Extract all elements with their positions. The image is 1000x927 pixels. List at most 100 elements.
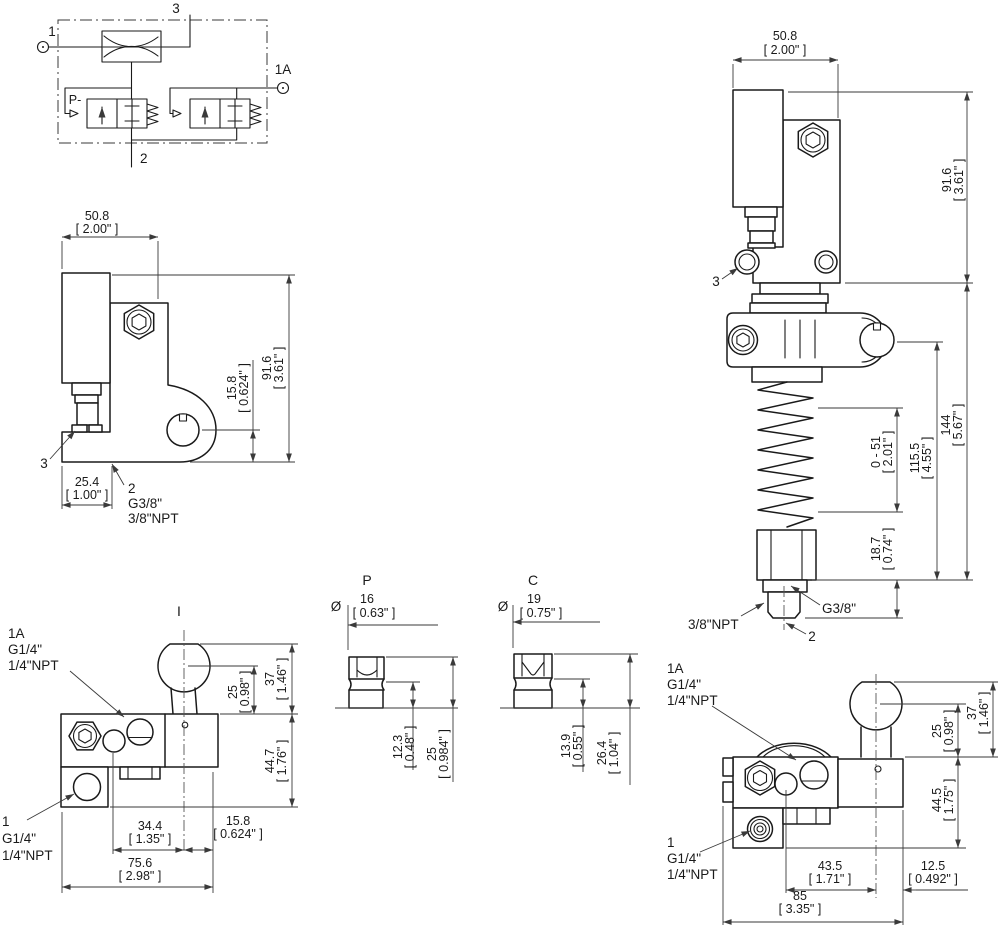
dia-mm: 19 <box>527 592 541 606</box>
dim-width-mm: 50.8 <box>85 209 109 223</box>
dim-socket-in: [ 0.624" ] <box>237 363 251 413</box>
ref-2-label: 2 <box>808 629 816 644</box>
plug-c-outline <box>513 653 553 709</box>
view-label-c: C <box>528 572 538 588</box>
ref-1-leader <box>26 793 75 821</box>
schematic-port-1-label: 1 <box>48 24 56 39</box>
dim-edge-mm: 15.8 <box>226 814 250 828</box>
hex-plug-bolt <box>744 760 776 796</box>
socket-head-bolt <box>123 304 155 340</box>
ref-2-label: 2 <box>128 481 136 496</box>
plug-p-outline <box>348 656 385 709</box>
dim-neck-mm: 12.3 <box>391 735 405 759</box>
dim-stroke-in: [ 2.01" ] <box>881 431 895 474</box>
dim-height-mm: 91.6 <box>260 356 274 380</box>
schematic-port-3-label: 3 <box>172 1 180 16</box>
dim-height-in: [ 3.61" ] <box>952 159 966 202</box>
dim-knob-mm: 37 <box>263 672 277 686</box>
ref-1-thread-g: G1/4" <box>2 831 36 846</box>
top-view-b: 1A G1/4" 1/4"NPT 1 G1/4" 1/4"NPT 25 [ 0.… <box>667 661 998 925</box>
thread-npt-label: 3/8"NPT <box>128 511 179 526</box>
front-view: 50.8 [ 2.00" ] 3 <box>688 29 973 644</box>
side-view: 50.8 [ 2.00" ] 15.8 [ 0.624" ] 91.6 [ 3.… <box>40 209 295 526</box>
view-label-p: P <box>362 572 371 588</box>
thread-g-leader <box>790 585 821 606</box>
dim-socket-mm: 15.8 <box>225 376 239 400</box>
ref-1-thread-g: G1/4" <box>667 851 701 866</box>
ref-1-leader <box>699 830 751 853</box>
dim-neck-mm: 13.9 <box>559 734 573 758</box>
ref-2-leader <box>111 463 125 486</box>
dim-body-in: [ 1.75" ] <box>942 779 956 822</box>
ref-1a-leader <box>711 705 797 761</box>
pilot-line-label: P- <box>69 93 82 107</box>
cylinder-arc <box>756 742 832 758</box>
ref-3-label: 3 <box>40 456 48 471</box>
handle-ball-knob <box>849 681 903 731</box>
dim-width-mm: 75.6 <box>128 856 152 870</box>
adjuster-nut <box>756 529 817 581</box>
dim-edge-in: [ 0.492" ] <box>908 872 958 886</box>
port-1a-bore <box>126 718 154 746</box>
dim-width-in: [ 2.00" ] <box>764 43 807 57</box>
hex-nut <box>119 766 161 780</box>
port-bore <box>102 729 126 753</box>
ref-1-label: 1 <box>667 835 675 850</box>
dim-ball-mm: 25 <box>930 724 944 738</box>
dim-spring-in: [ 4.55" ] <box>920 437 934 480</box>
dim-offset-in: [ 1.35" ] <box>129 832 172 846</box>
dim-total-mm: 144 <box>939 415 953 436</box>
valve-spring-symbol <box>146 103 159 126</box>
piston-stem <box>747 216 776 232</box>
schematic-enclosure-boundary <box>57 19 268 144</box>
keyway-notch <box>872 322 882 331</box>
ref-1a-thread-npt: 1/4"NPT <box>8 658 59 673</box>
port-1a-bore <box>799 760 829 790</box>
dim-height-mm: 26.4 <box>595 741 609 765</box>
dim-neck-in: [ 0.48" ] <box>403 726 417 769</box>
mounting-hole <box>814 250 838 274</box>
dim-knob-mm: 37 <box>965 706 979 720</box>
ref-1-label: 1 <box>2 814 10 829</box>
valve-spring-symbol <box>249 103 262 126</box>
dim-height-mm: 25 <box>425 747 439 761</box>
handle-bracket <box>837 758 904 808</box>
ref-1a-thread-npt: 1/4"NPT <box>667 693 718 708</box>
view-label: I <box>177 603 181 619</box>
dim-ball-in: [ 0.98" ] <box>942 710 956 753</box>
clamp-bolt <box>727 324 759 356</box>
dim-edge-in: [ 0.624" ] <box>213 827 263 841</box>
sequence-valve-symbol-left: P- <box>64 87 159 129</box>
schematic-port-2-label: 2 <box>140 151 148 166</box>
dia-in: [ 0.75" ] <box>520 606 563 620</box>
ref-2-leader <box>785 622 807 635</box>
ref-1-thread-npt: 1/4"NPT <box>2 848 53 863</box>
compression-spring <box>757 381 814 528</box>
diameter-symbol: Ø <box>498 599 509 614</box>
plug-p-view: P Ø 16 [ 0.63" ] 12.3 [ 0.48" ] 25 [ 0.9… <box>331 572 458 782</box>
dim-stud-in: [ 0.74" ] <box>881 528 895 571</box>
ref-3-leader <box>721 267 739 280</box>
dim-offset-in: [ 1.71" ] <box>809 872 852 886</box>
dim-neck-in: [ 0.55" ] <box>571 725 585 768</box>
ref-1a-leader <box>69 670 125 718</box>
ref-1a-thread-g: G1/4" <box>667 677 701 692</box>
dim-ball-in: [ 0.98" ] <box>238 671 252 714</box>
dim-width-in: [ 3.35" ] <box>779 902 822 916</box>
dim-body-mm: 44.5 <box>930 788 944 812</box>
pivot-pin-hole <box>874 765 882 773</box>
dim-height-in: [ 3.61" ] <box>272 347 286 390</box>
dim-body-mm: 44.7 <box>263 749 277 773</box>
dim-edge-mm: 12.5 <box>921 859 945 873</box>
dim-offset-mm: 43.5 <box>818 859 842 873</box>
dia-mm: 16 <box>360 592 374 606</box>
cylinder-housing <box>61 272 111 384</box>
dim-total-in: [ 5.67" ] <box>951 404 965 447</box>
port-1-bore <box>746 815 774 843</box>
dim-knob-in: [ 1.46" ] <box>977 692 991 735</box>
thread-npt-label: 3/8"NPT <box>688 617 739 632</box>
top-view-a: I 1A G1/4" 1/4"NPT 1 G1/4" 1/4"NPT <box>2 603 298 893</box>
keyway-notch <box>178 413 188 422</box>
handle-stem <box>194 687 198 715</box>
